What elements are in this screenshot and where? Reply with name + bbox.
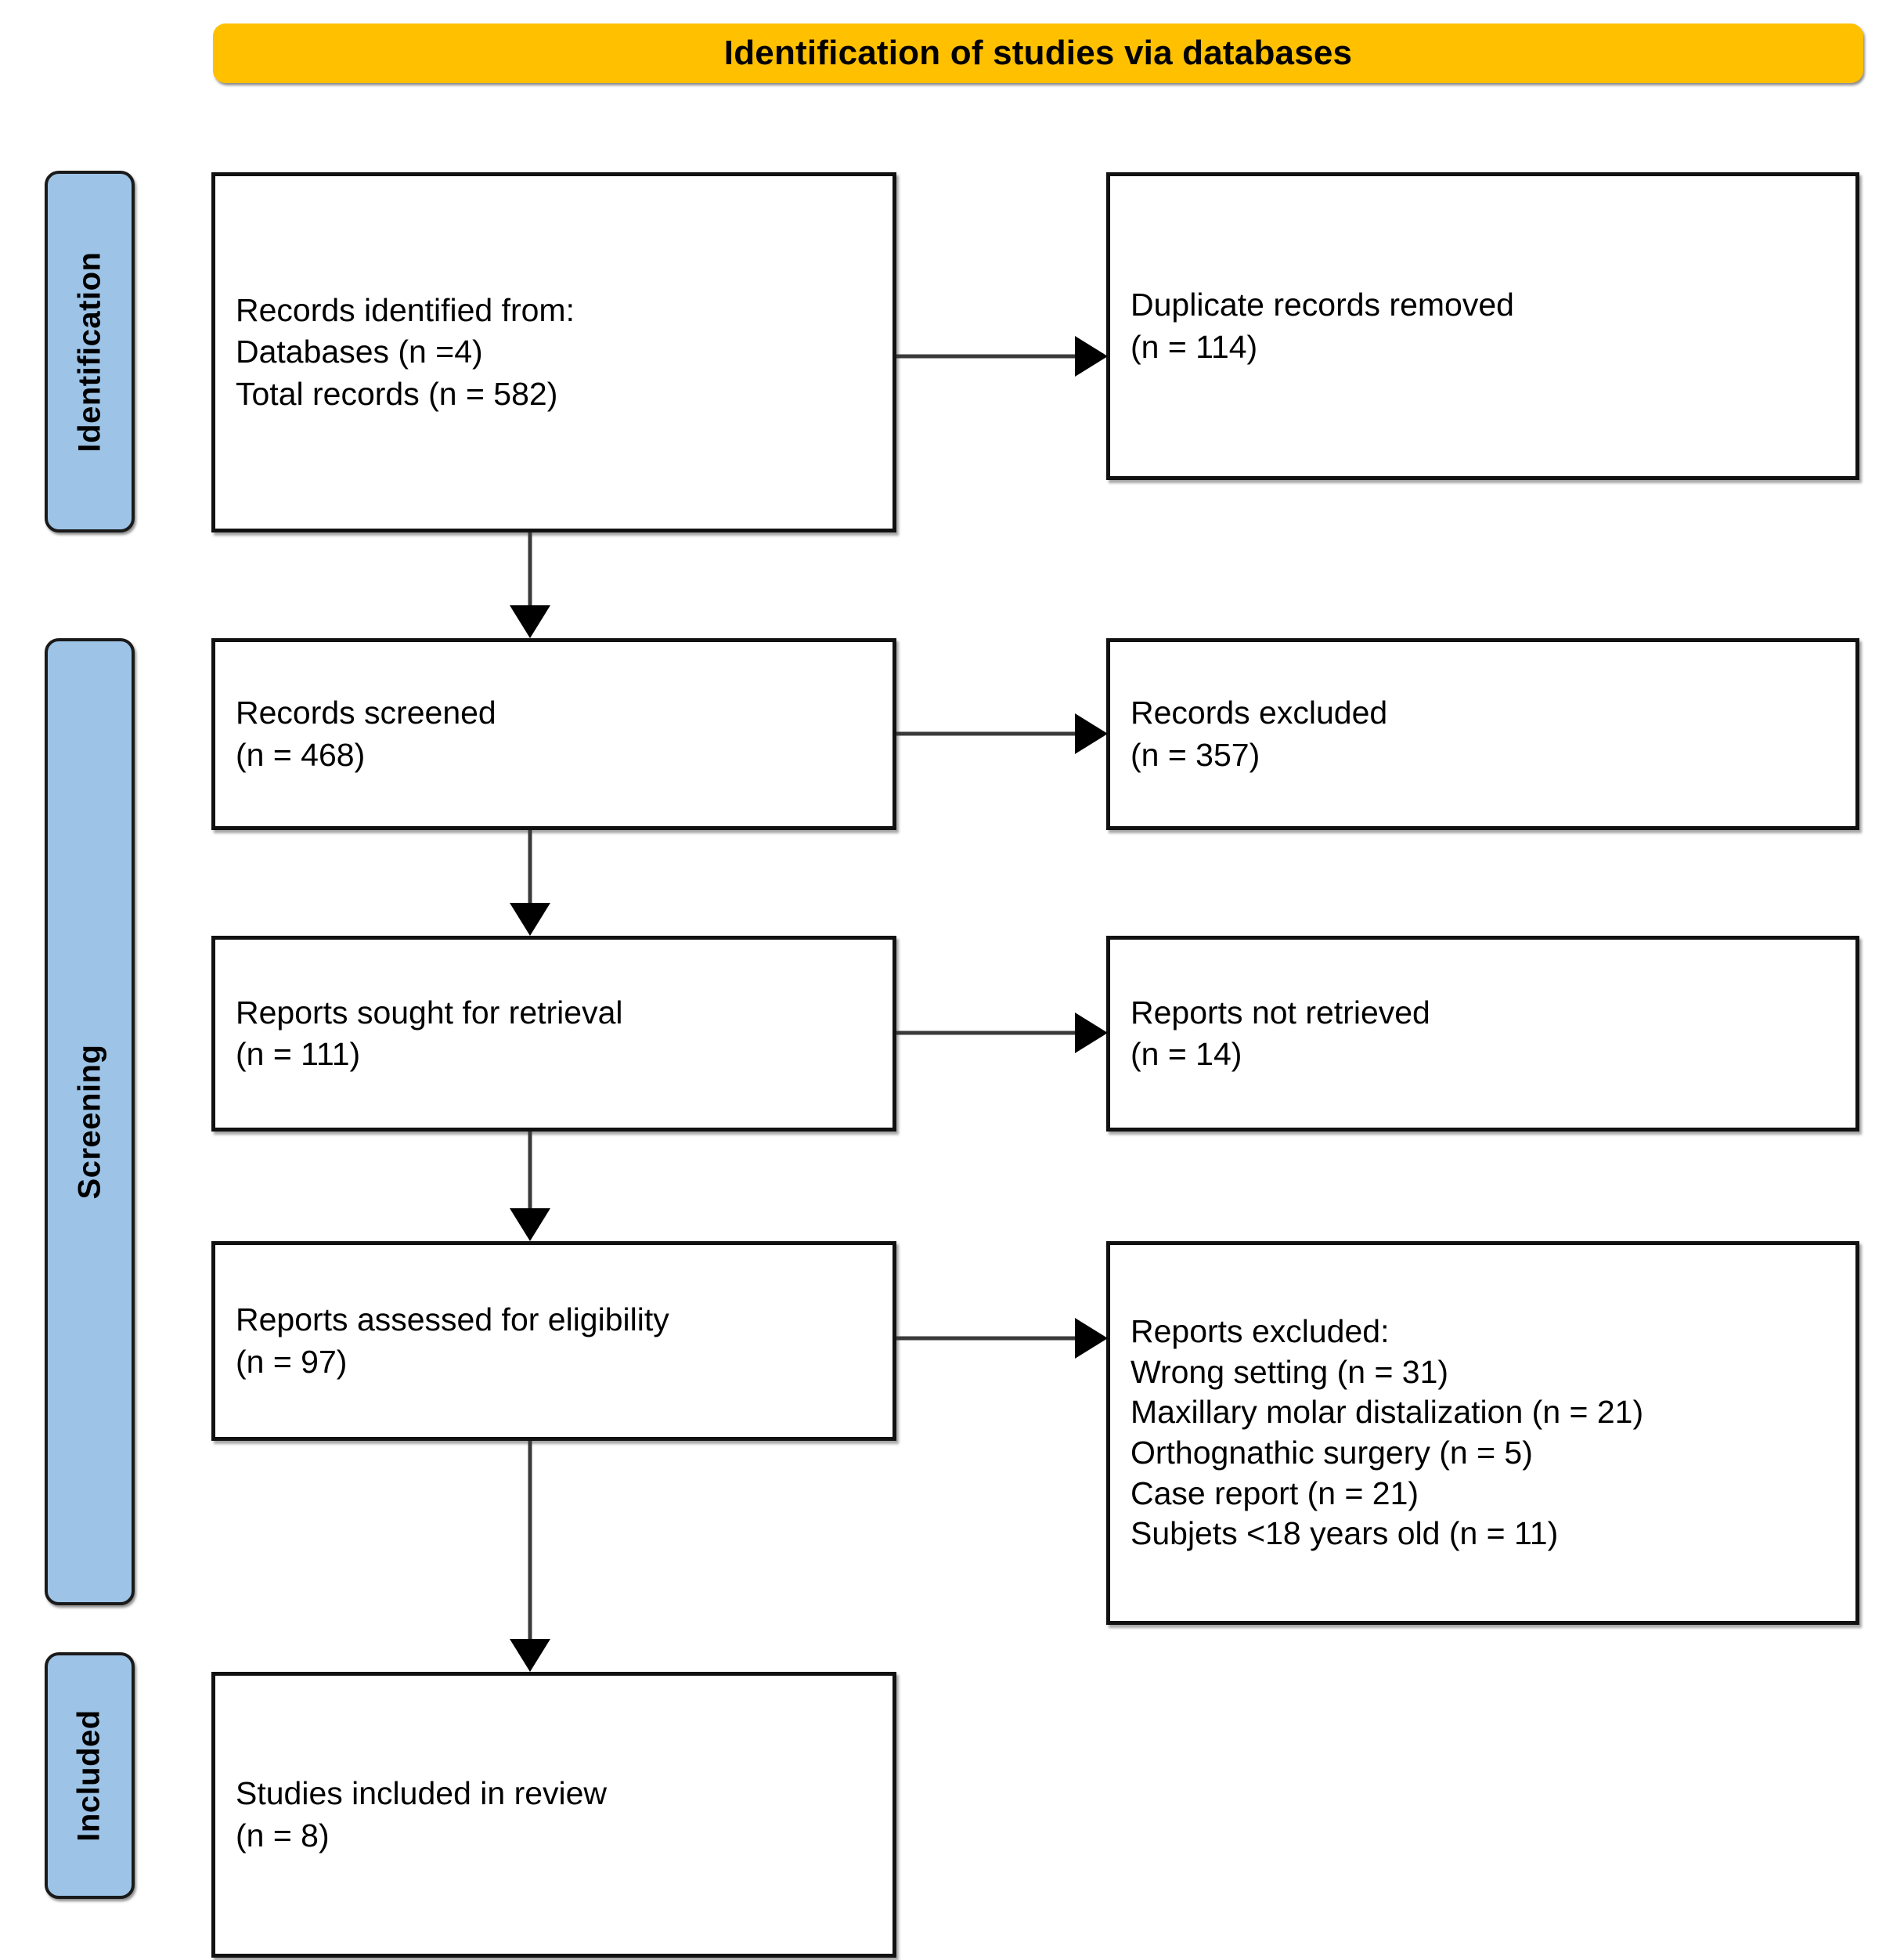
arrow-down-identified-to-screened	[509, 532, 551, 638]
box-records-screened: Records screened (n = 468)	[211, 638, 896, 830]
box-records-excluded-text: Records excluded (n = 357)	[1131, 695, 1388, 773]
box-reports-not-retrieved: Reports not retrieved (n = 14)	[1106, 936, 1859, 1132]
box-records-excluded: Records excluded (n = 357)	[1106, 638, 1859, 830]
arrow-right-screened-to-excluded	[896, 713, 1108, 755]
arrow-head-icon	[510, 1208, 550, 1241]
arrow-down-screened-to-sought	[509, 830, 551, 936]
arrow-head-icon	[510, 1639, 550, 1672]
diagram-title: Identification of studies via databases	[723, 34, 1353, 72]
arrow-head-icon	[1075, 1318, 1108, 1359]
arrow-right-sought-to-not-retrieved	[896, 1012, 1108, 1054]
box-records-identified-text: Records identified from: Databases (n =4…	[236, 292, 575, 412]
arrow-head-icon	[510, 903, 550, 936]
arrow-head-icon	[1075, 336, 1108, 377]
arrow-right-identified-to-duplicates	[896, 335, 1108, 377]
box-records-screened-text: Records screened (n = 468)	[236, 695, 496, 773]
box-reports-assessed-text: Reports assessed for eligibility (n = 97…	[236, 1301, 669, 1380]
box-studies-included-in-review: Studies included in review (n = 8)	[211, 1672, 896, 1958]
arrow-shaft	[528, 532, 532, 607]
box-duplicate-records-removed: Duplicate records removed (n = 114)	[1106, 172, 1859, 480]
stage-label-identification: Identification	[45, 171, 135, 532]
stage-label-included: Included	[45, 1652, 135, 1899]
arrow-shaft	[896, 731, 1076, 736]
arrow-shaft	[896, 1336, 1076, 1341]
arrow-shaft	[528, 830, 532, 904]
arrow-right-assessed-to-reports-excluded	[896, 1317, 1108, 1359]
box-reports-excluded: Reports excluded: Wrong setting (n = 31)…	[1106, 1241, 1859, 1625]
box-records-identified: Records identified from: Databases (n =4…	[211, 172, 896, 532]
box-studies-included-text: Studies included in review (n = 8)	[236, 1775, 608, 1854]
arrow-shaft	[896, 1031, 1076, 1035]
arrow-shaft	[528, 1441, 532, 1641]
stage-label-screening-text: Screening	[72, 1044, 106, 1200]
stage-label-identification-text: Identification	[72, 251, 107, 452]
arrow-shaft	[896, 354, 1076, 359]
stage-label-screening: Screening	[45, 638, 135, 1605]
arrow-head-icon	[1075, 1012, 1108, 1053]
arrow-down-sought-to-assessed	[509, 1132, 551, 1241]
box-reports-not-retrieved-text: Reports not retrieved (n = 14)	[1131, 994, 1430, 1072]
arrow-head-icon	[1075, 713, 1108, 754]
box-reports-sought-text: Reports sought for retrieval (n = 111)	[236, 994, 623, 1072]
box-reports-excluded-text: Reports excluded: Wrong setting (n = 31)…	[1131, 1313, 1644, 1552]
box-duplicate-records-text: Duplicate records removed (n = 114)	[1131, 287, 1514, 365]
arrow-head-icon	[510, 605, 550, 638]
arrow-down-assessed-to-included	[509, 1441, 551, 1672]
arrow-shaft	[528, 1132, 532, 1210]
box-reports-assessed-for-eligibility: Reports assessed for eligibility (n = 97…	[211, 1241, 896, 1441]
diagram-header-banner: Identification of studies via databases	[213, 23, 1863, 83]
stage-label-included-text: Included	[72, 1709, 107, 1842]
box-reports-sought-for-retrieval: Reports sought for retrieval (n = 111)	[211, 936, 896, 1132]
